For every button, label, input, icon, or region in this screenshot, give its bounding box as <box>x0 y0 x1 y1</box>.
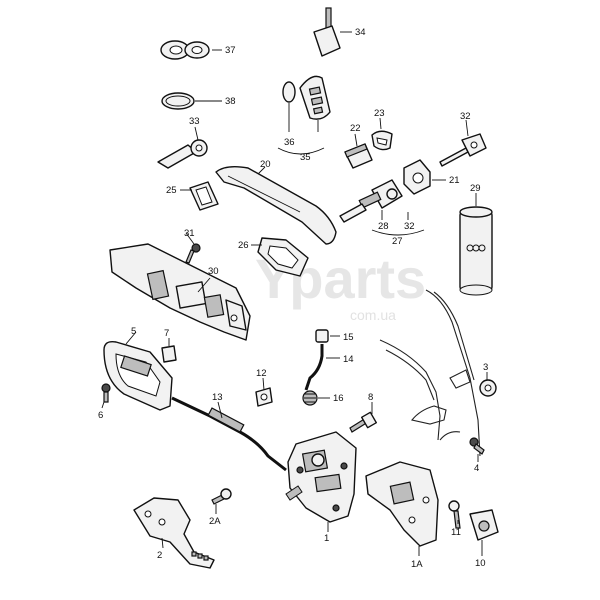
callout-3: 3 <box>483 362 488 373</box>
callout-6: 6 <box>98 410 103 421</box>
callout-26: 26 <box>238 240 249 251</box>
callout-1: 1 <box>324 533 329 544</box>
part-36-battery <box>282 81 296 103</box>
part-5-inner-handle <box>103 340 173 411</box>
callout-7: 7 <box>164 328 169 339</box>
callout-21: 21 <box>449 175 460 186</box>
part-28-lock-cylinder <box>339 179 403 223</box>
callout-5: 5 <box>131 326 136 337</box>
part-25-gasket <box>189 181 219 211</box>
callout-1A: 1A <box>411 559 423 570</box>
callout-30: 30 <box>208 266 219 277</box>
part-1-lock-mechanism <box>285 431 357 523</box>
part-26-gasket <box>257 237 309 277</box>
part-15-bush <box>315 329 329 343</box>
callout-20: 20 <box>260 159 271 170</box>
part-10-striker-plate <box>469 509 499 541</box>
part-37-double-gasket <box>160 40 210 60</box>
callout-32-cylinder: 32 <box>404 221 415 232</box>
part-6-screw <box>101 383 111 403</box>
part-16-spring <box>302 390 318 406</box>
part-34-key <box>313 7 341 57</box>
callout-4: 4 <box>474 463 479 474</box>
callout-23: 23 <box>374 108 385 119</box>
callout-11: 11 <box>451 527 461 538</box>
part-29-spray-can <box>459 206 493 296</box>
part-22-cap <box>344 143 373 169</box>
part-13-cable <box>171 396 287 472</box>
part-14-rod <box>304 344 324 391</box>
vehicle-body-outline <box>379 289 481 457</box>
callout-38: 38 <box>225 96 236 107</box>
part-20-door-handle <box>215 165 337 245</box>
callout-33: 33 <box>189 116 200 127</box>
callout-2: 2 <box>157 550 162 561</box>
watermark-subtext: com.ua <box>350 307 396 323</box>
part-31-screw <box>185 243 201 264</box>
part-21-housing <box>403 159 431 195</box>
callout-10: 10 <box>475 558 486 569</box>
callout-31: 31 <box>184 228 195 239</box>
callout-16: 16 <box>333 393 344 404</box>
callout-34: 34 <box>355 27 366 38</box>
callout-36: 36 <box>284 137 295 148</box>
part-30-handle-carrier <box>109 243 251 341</box>
part-11-bolt <box>448 500 461 529</box>
callout-2A: 2A <box>209 516 221 527</box>
callout-25: 25 <box>166 185 177 196</box>
part-2-bracket <box>133 497 215 569</box>
part-3-grommet <box>479 379 497 397</box>
callout-27: 27 <box>392 236 403 247</box>
callout-28: 28 <box>378 221 389 232</box>
part-7-clip <box>161 345 177 363</box>
callout-15: 15 <box>343 332 354 343</box>
part-12-clip <box>255 387 273 407</box>
callout-12: 12 <box>256 368 267 379</box>
part-4-screw <box>469 437 485 455</box>
callout-13: 13 <box>212 392 223 403</box>
part-8-bolt <box>349 411 378 433</box>
callout-14: 14 <box>343 354 354 365</box>
callout-37: 37 <box>225 45 236 56</box>
part-1A-carrier <box>365 461 439 547</box>
part-33-lever <box>157 139 208 169</box>
callout-22: 22 <box>350 123 361 134</box>
part-32-key <box>439 133 487 167</box>
callout-8: 8 <box>368 392 373 403</box>
part-38-o-ring <box>161 92 195 110</box>
callout-32-key: 32 <box>460 111 471 122</box>
callout-29: 29 <box>470 183 481 194</box>
part-23-seal <box>371 130 393 151</box>
part-35-remote-housing <box>299 75 331 120</box>
callout-35: 35 <box>300 152 311 163</box>
part-2A-screw <box>211 488 232 505</box>
